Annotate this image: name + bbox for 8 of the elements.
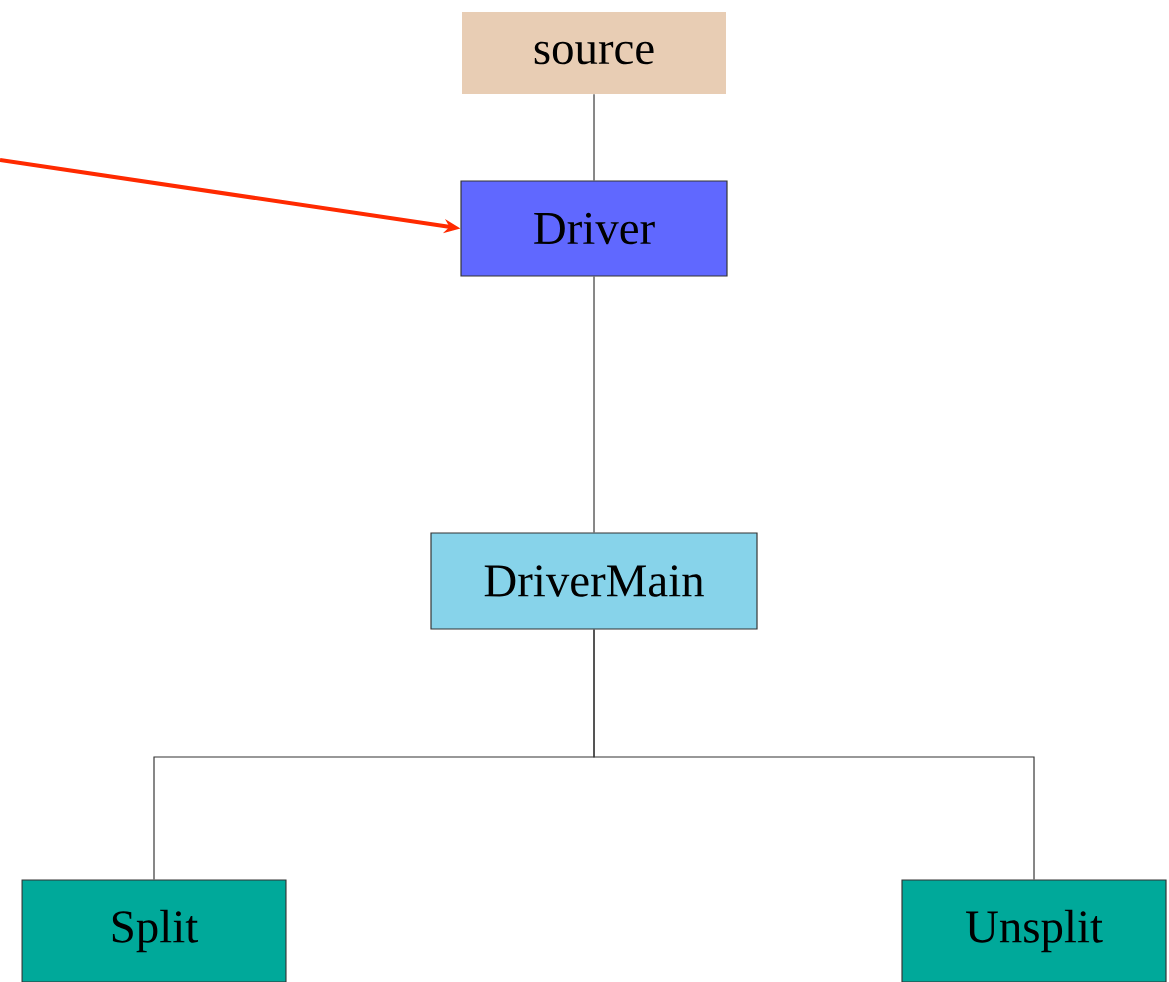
process-box: DriverMain [430, 532, 758, 630]
process-box: Split [21, 879, 287, 982]
source-box: source [462, 12, 726, 94]
process-box: Driver [460, 180, 728, 277]
connector-line [593, 276, 595, 533]
process-box: Unsplit [901, 879, 1167, 982]
connector-line [593, 93, 595, 181]
connector-line [593, 629, 1035, 880]
